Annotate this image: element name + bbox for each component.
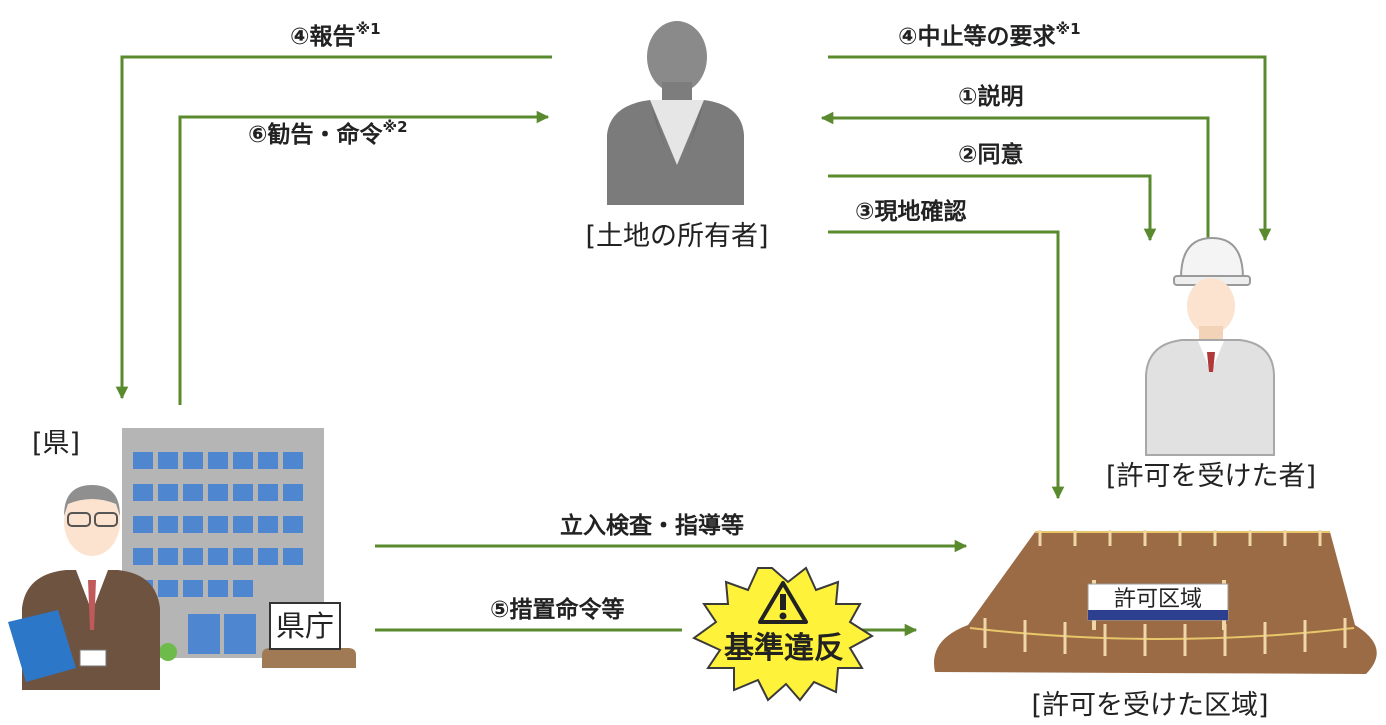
permit-holder-figure bbox=[1145, 236, 1275, 456]
consent-label: ②同意 bbox=[958, 141, 1023, 168]
warning-icon bbox=[758, 581, 808, 624]
site-check-label: ③現地確認 bbox=[855, 198, 966, 225]
explain-arrow bbox=[820, 111, 1210, 240]
area-caption: [許可を受けた区域] bbox=[1031, 690, 1268, 721]
inspection-label: 立入検査・指導等 bbox=[560, 512, 744, 539]
consent-arrow bbox=[828, 174, 1157, 242]
site-check-arrow bbox=[828, 230, 1065, 500]
area-sign-text: 許可区域 bbox=[1114, 587, 1202, 612]
building-windows bbox=[133, 452, 303, 654]
owner-caption: [土地の所有者] bbox=[585, 221, 768, 252]
measures-label: ⑤措置命令等 bbox=[490, 596, 624, 623]
arrows bbox=[115, 55, 1272, 637]
stop-request-arrow bbox=[828, 55, 1272, 242]
permit-holder-caption: [許可を受けた者] bbox=[1106, 461, 1316, 492]
office-sign: 県庁 bbox=[262, 602, 356, 668]
official-figure bbox=[8, 485, 160, 690]
area-sign: 許可区域 bbox=[1087, 583, 1229, 621]
violation-burst: 基準違反 bbox=[692, 566, 874, 702]
report-label: ④報告※1 bbox=[290, 20, 381, 50]
report-arrow bbox=[115, 55, 552, 400]
stop-request-label: ④中止等の要求※1 bbox=[898, 20, 1081, 50]
office-sign-text: 県庁 bbox=[276, 609, 334, 643]
prefectural-office-building bbox=[122, 428, 324, 661]
violation-text: 基準違反 bbox=[724, 631, 844, 666]
advice-label: ⑥勧告・命令※2 bbox=[248, 118, 408, 148]
explain-label: ①説明 bbox=[958, 83, 1023, 110]
advice-arrow bbox=[178, 110, 550, 405]
owner-figure bbox=[607, 21, 744, 205]
prefecture-caption: [県] bbox=[32, 428, 80, 459]
